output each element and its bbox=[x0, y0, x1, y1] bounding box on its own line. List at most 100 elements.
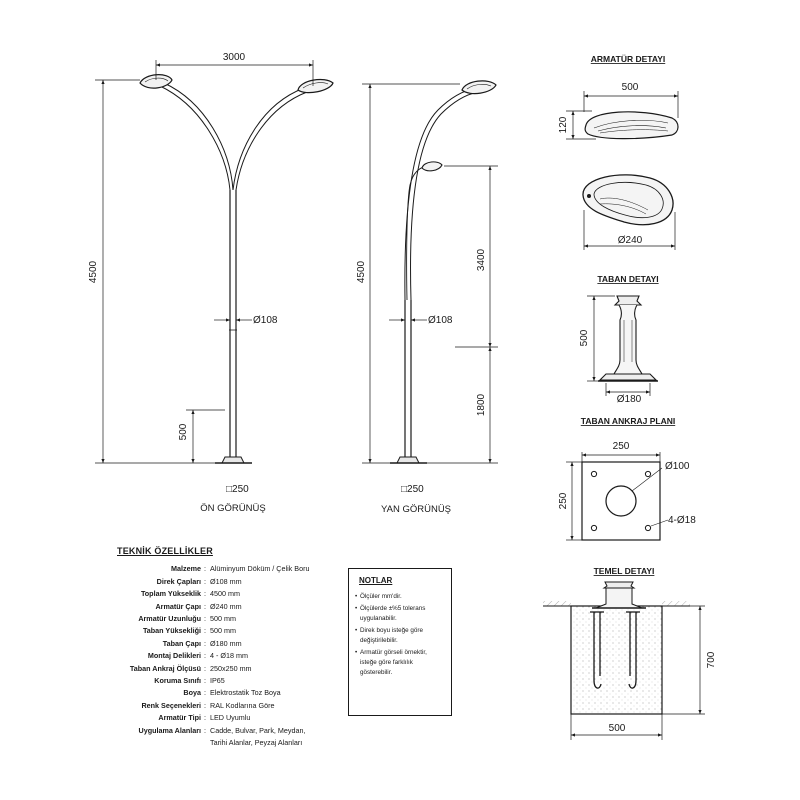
luminaire-height-dimension bbox=[566, 110, 596, 140]
center-hole-label: Ø100 bbox=[665, 461, 690, 472]
spec-value: 500 mm bbox=[210, 614, 236, 624]
spec-row: Renk Seçenekleri:RAL Kodlarına Göre bbox=[113, 700, 338, 712]
bolt-holes-label: 4-Ø18 bbox=[668, 515, 696, 526]
notes-box: NOTLAR Ölçüler mm'dir. Ölçülerde ±%5 tol… bbox=[348, 568, 452, 716]
center-hole-leader bbox=[631, 467, 663, 492]
side-height-label: 4500 bbox=[356, 260, 367, 283]
foundation-width-label: 500 bbox=[609, 723, 626, 734]
front-width-dimension bbox=[155, 60, 314, 86]
spec-key bbox=[113, 737, 204, 749]
side-lower-luminaire bbox=[421, 161, 443, 172]
luminaire-detail bbox=[566, 91, 679, 250]
side-lower-label: 1800 bbox=[476, 393, 487, 416]
spec-row: Armatür Tipi:LED Uyumlu bbox=[113, 712, 338, 724]
luminaire-top-view bbox=[582, 174, 674, 226]
spec-row: Boya:Elektrostatik Toz Boya bbox=[113, 687, 338, 699]
foundation-width-dimension bbox=[570, 714, 663, 740]
spec-colon: : bbox=[204, 626, 206, 636]
spec-value: Cadde, Bulvar, Park, Meydan, bbox=[210, 725, 306, 735]
side-upper-luminaire bbox=[461, 80, 497, 95]
base-detail-title: TABAN DETAYI bbox=[597, 274, 658, 284]
foundation-detail-title: TEMEL DETAYI bbox=[594, 566, 655, 576]
spec-key: Taban Ankraj Ölçüsü bbox=[129, 663, 201, 673]
note-item: Direk boyu isteğe göre değiştirilebilir. bbox=[355, 626, 445, 646]
bolt-hole bbox=[590, 524, 598, 532]
spec-value: Ø240 mm bbox=[210, 601, 242, 611]
spec-key: Taban Çapı bbox=[162, 638, 201, 648]
spec-value: Ø180 mm bbox=[210, 638, 242, 648]
spec-row: Direk Çapları:Ø108 mm bbox=[113, 576, 338, 588]
spec-colon: : bbox=[204, 601, 206, 611]
spec-key: Armatür Çapı bbox=[155, 601, 201, 611]
side-view bbox=[362, 80, 498, 464]
luminaire-side-view bbox=[584, 111, 679, 140]
front-right-luminaire bbox=[297, 78, 334, 94]
spec-colon: : bbox=[204, 651, 206, 661]
front-left-arm bbox=[159, 82, 234, 191]
front-diameter-label: Ø108 bbox=[253, 315, 278, 326]
front-base-square-label: □250 bbox=[226, 484, 249, 495]
spec-row: Taban Yüksekliği:500 mm bbox=[113, 625, 338, 637]
spec-value: 4500 mm bbox=[210, 589, 240, 599]
side-upper-dimension bbox=[444, 165, 498, 347]
front-base-dimension bbox=[186, 409, 225, 463]
spec-row: Uygulama Alanları:Cadde, Bulvar, Park, M… bbox=[113, 725, 338, 737]
spec-row: Tarihi Alanlar, Peyzaj Alanları bbox=[113, 737, 338, 749]
spec-key: Toplam Yükseklik bbox=[140, 589, 201, 599]
spec-colon: : bbox=[204, 725, 206, 735]
spec-colon: : bbox=[204, 564, 206, 574]
spec-value: Elektrostatik Toz Boya bbox=[210, 688, 281, 698]
spec-value: Alüminyum Döküm / Çelik Boru bbox=[210, 564, 310, 574]
notes-title: NOTLAR bbox=[359, 576, 393, 585]
spec-key: Armatür Uzunluğu bbox=[138, 614, 201, 624]
spec-row: Armatür Uzunluğu:500 mm bbox=[113, 613, 338, 625]
side-view-title: YAN GÖRÜNÜŞ bbox=[381, 504, 451, 515]
foundation-depth-dimension bbox=[662, 605, 705, 715]
front-right-arm bbox=[232, 87, 308, 191]
front-width-label: 3000 bbox=[223, 52, 246, 63]
spec-colon: : bbox=[204, 700, 206, 710]
spec-colon: : bbox=[204, 676, 206, 686]
spec-row: Armatür Çapı: Ø240 mm bbox=[113, 601, 338, 613]
bolt-hole bbox=[644, 470, 652, 478]
spec-key: Koruma Sınıfı bbox=[154, 676, 201, 686]
anchor-bolts bbox=[590, 611, 640, 689]
side-pole bbox=[390, 87, 479, 464]
spec-colon: : bbox=[204, 663, 206, 673]
front-base-height-label: 500 bbox=[178, 423, 189, 440]
spec-key: Montaj Delikleri bbox=[147, 651, 201, 661]
luminaire-diameter-dimension bbox=[583, 210, 676, 250]
specs-title: TEKNİK ÖZELLİKLER bbox=[117, 546, 213, 556]
spec-key: Armatür Tipi bbox=[158, 713, 201, 723]
anchor-height-dimension bbox=[566, 461, 582, 541]
technical-specs-table: TEKNİK ÖZELLİKLER Malzeme:Alüminyum Dökü… bbox=[113, 545, 338, 750]
side-height-dimension bbox=[362, 83, 460, 464]
concrete-block bbox=[570, 605, 663, 715]
base-height-label: 500 bbox=[579, 329, 590, 346]
spec-value: 4 - Ø18 mm bbox=[210, 651, 248, 661]
note-item: Ölçülerde ±%5 tolerans uygulanabilir. bbox=[355, 604, 445, 624]
spec-key: Direk Çapları bbox=[156, 576, 201, 586]
spec-value: LED Uyumlu bbox=[210, 713, 251, 723]
anchor-width-label: 250 bbox=[613, 441, 630, 452]
spec-value: 250x250 mm bbox=[210, 663, 252, 673]
spec-colon: : bbox=[204, 614, 206, 624]
spec-value: 500 mm bbox=[210, 626, 236, 636]
spec-row: Malzeme:Alüminyum Döküm / Çelik Boru bbox=[113, 563, 338, 575]
luminaire-length-dimension bbox=[583, 91, 679, 118]
front-view-title: ÖN GÖRÜNÜŞ bbox=[200, 503, 265, 514]
spec-row: Koruma Sınıfı:IP65 bbox=[113, 675, 338, 687]
side-lower-dimension bbox=[427, 346, 498, 464]
foundation-depth-label: 700 bbox=[706, 651, 717, 668]
spec-key: Taban Yüksekliği bbox=[142, 626, 201, 636]
side-diameter-label: Ø108 bbox=[428, 315, 453, 326]
luminaire-height-label: 120 bbox=[558, 116, 569, 133]
center-hole bbox=[605, 485, 637, 517]
luminaire-detail-title: ARMATÜR DETAYI bbox=[591, 54, 665, 64]
spec-key: Boya bbox=[183, 688, 201, 698]
bolt-hole-leader bbox=[650, 519, 669, 527]
note-item: Ölçüler mm'dir. bbox=[355, 592, 445, 602]
front-view bbox=[95, 60, 334, 464]
note-item: Armatür görseli örnektir, isteğe göre fa… bbox=[355, 648, 445, 678]
